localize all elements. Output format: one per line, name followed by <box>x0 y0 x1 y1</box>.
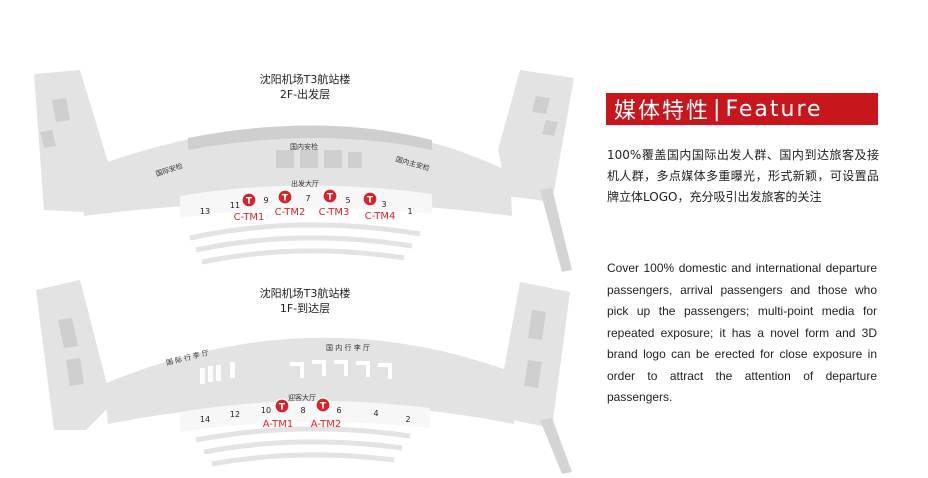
gate-label: 4 <box>373 409 378 418</box>
pin-letter: T <box>367 196 374 206</box>
departure-floorplan <box>34 70 574 272</box>
gate-label: 7 <box>305 194 310 203</box>
feature-heading-zh: 媒体特性 <box>614 99 711 124</box>
media-pin-c-tm4[interactable]: T C-TM4 <box>362 191 396 222</box>
gate-label: 1 <box>407 207 412 216</box>
pin-letter: T <box>282 194 289 204</box>
gate-label: 6 <box>336 406 341 415</box>
gate-label: 9 <box>263 196 268 205</box>
terminal-map: 沈阳机场T3航站楼 2F-出发层 国内安检 国际安检 国内主安检 出发大厅 13… <box>34 70 574 474</box>
feature-heading-en: Feature <box>725 96 823 122</box>
media-pin-c-tm1[interactable]: T C-TM1 <box>234 192 265 223</box>
gate-label: 11 <box>230 201 240 210</box>
feature-description-en: Cover 100% domestic and international de… <box>607 261 877 404</box>
gate-label: 8 <box>300 406 305 415</box>
zone-domestic-baggage: 国 内 行 李 厅 <box>326 343 370 352</box>
gate-label: 10 <box>261 406 271 415</box>
feature-heading-separator: | <box>713 96 723 122</box>
zone-departure-hall: 出发大厅 <box>291 179 319 188</box>
gate-label: 3 <box>381 200 386 209</box>
media-label: C-TM3 <box>319 207 350 218</box>
pin-letter: T <box>320 402 327 412</box>
pin-letter: T <box>246 197 253 207</box>
arrival-floorplan <box>36 280 572 474</box>
departure-subtitle: 2F-出发层 <box>280 87 330 101</box>
arrival-subtitle: 1F-到达层 <box>280 302 330 315</box>
gate-label: 2 <box>405 415 410 424</box>
zone-arrival-hall: 迎客大厅 <box>288 393 316 402</box>
arrival-title: 沈阳机场T3航站楼 <box>260 286 351 300</box>
gate-label: 5 <box>345 196 350 205</box>
gate-label: 12 <box>230 410 240 419</box>
media-label: A-TM2 <box>311 419 341 430</box>
gate-label: 14 <box>200 415 210 424</box>
media-label: C-TM2 <box>275 207 306 218</box>
media-label: C-TM1 <box>234 212 265 223</box>
media-label: C-TM4 <box>365 211 396 222</box>
media-pin-a-tm1[interactable]: T A-TM1 <box>263 398 293 430</box>
feature-description-zh: 100%覆盖国内国际出发人群、国内到达旅客及接机人群，多点媒体多重曝光，形式新颖… <box>607 148 879 204</box>
media-label: A-TM1 <box>263 419 293 430</box>
departure-title: 沈阳机场T3航站楼 <box>260 72 351 86</box>
gate-label: 13 <box>200 207 210 216</box>
media-pin-c-tm2[interactable]: T C-TM2 <box>275 189 306 218</box>
zone-domestic-security: 国内安检 <box>290 142 318 151</box>
media-pin-a-tm2[interactable]: T A-TM2 <box>311 397 341 430</box>
pin-letter: T <box>279 403 286 413</box>
feature-heading: 媒体特性 | Feature <box>606 93 878 125</box>
media-pin-c-tm3[interactable]: T C-TM3 <box>319 188 350 218</box>
pin-letter: T <box>327 193 334 203</box>
